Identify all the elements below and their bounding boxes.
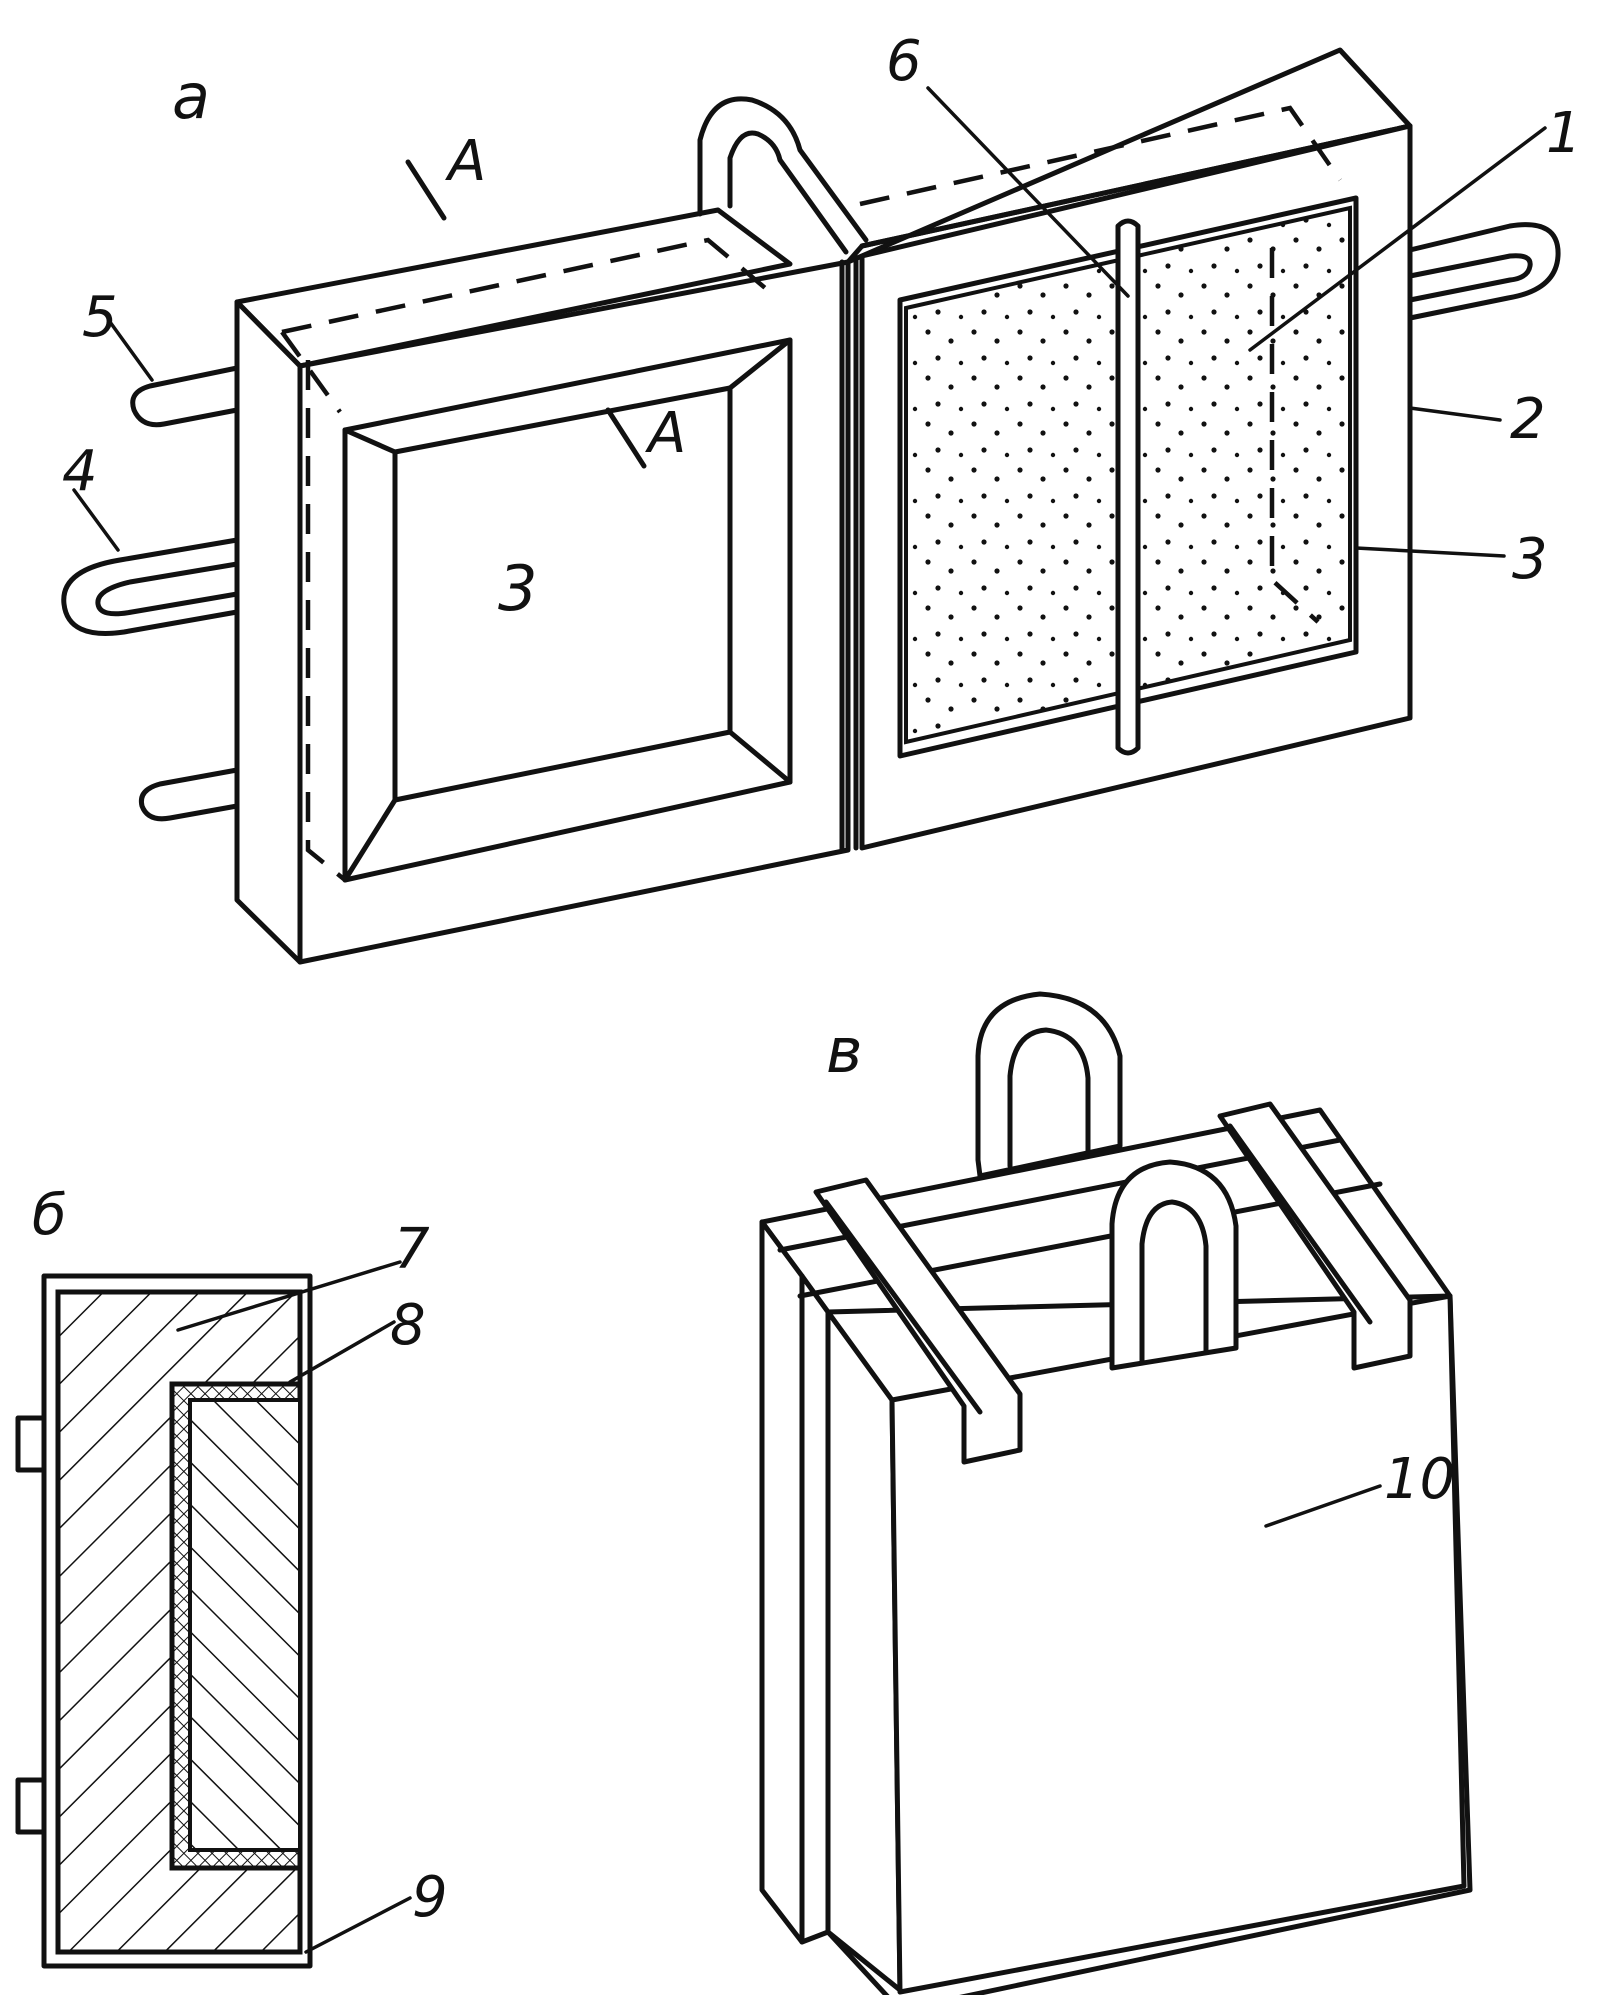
- section-mark-top: A: [445, 129, 486, 194]
- panel-a-drawing: [64, 50, 1558, 962]
- handle-loop-front: [1112, 1162, 1236, 1368]
- callout-2: 2: [1510, 387, 1546, 452]
- callout-9: 9: [412, 1865, 448, 1930]
- rod-6: [1118, 221, 1138, 753]
- callout-7: 7: [394, 1217, 430, 1282]
- handle-loop-back: [978, 994, 1120, 1176]
- panel-b-section: [18, 1262, 410, 1966]
- callout-3-right: 3: [1512, 527, 1548, 592]
- callout-1: 1: [1546, 101, 1582, 166]
- tube-right-loop: [1410, 225, 1558, 318]
- callout-5: 5: [82, 285, 118, 350]
- panel-c-drawing: [762, 994, 1470, 1995]
- callout-4: 4: [62, 439, 98, 504]
- callout-10: 10: [1384, 1447, 1455, 1512]
- panel-a-label: a: [172, 60, 210, 133]
- panel-c-label: в: [826, 1014, 863, 1087]
- callout-8: 8: [390, 1293, 426, 1358]
- section-mark-bottom: A: [645, 401, 686, 466]
- tube-lower-left: [141, 770, 237, 819]
- callout-3-left: 3: [498, 552, 537, 625]
- callout-6: 6: [886, 29, 922, 94]
- panel-b-label: б: [32, 1183, 67, 1248]
- tube-4-loop: [64, 540, 237, 633]
